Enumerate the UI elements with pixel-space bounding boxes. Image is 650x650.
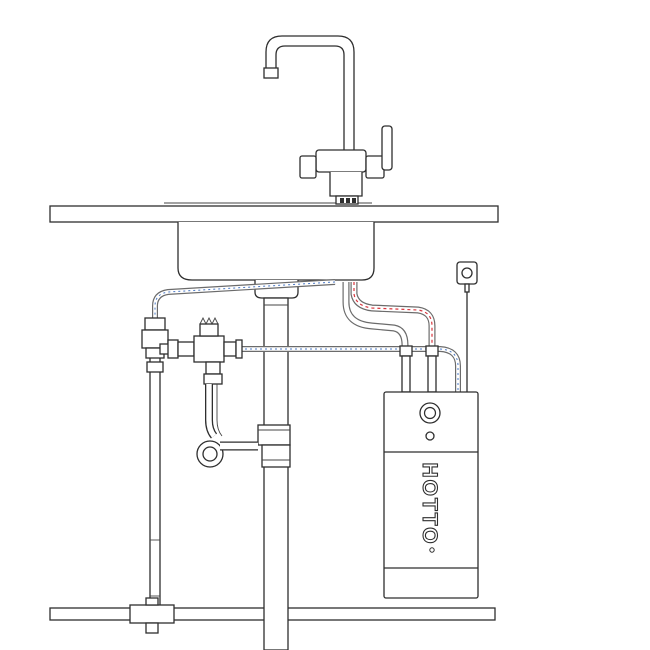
sink-bowl [177,222,375,299]
heater-connectors [399,345,439,393]
countertop [49,202,499,223]
isolation-valve-icon [129,317,175,634]
waste-pipe [257,297,291,650]
power-socket-icon [456,261,478,392]
mixer-tap-icon [263,35,393,205]
brand-logo-text: HOTTO [418,462,441,545]
indicator-light-icon [425,431,435,441]
tap-flex-hoses [152,279,436,356]
water-heater-tank: HOTTO [383,391,479,599]
valve-block [177,316,243,385]
drain-loop [196,384,258,468]
supply-hose [240,346,461,392]
temperature-dial-icon [419,402,441,424]
